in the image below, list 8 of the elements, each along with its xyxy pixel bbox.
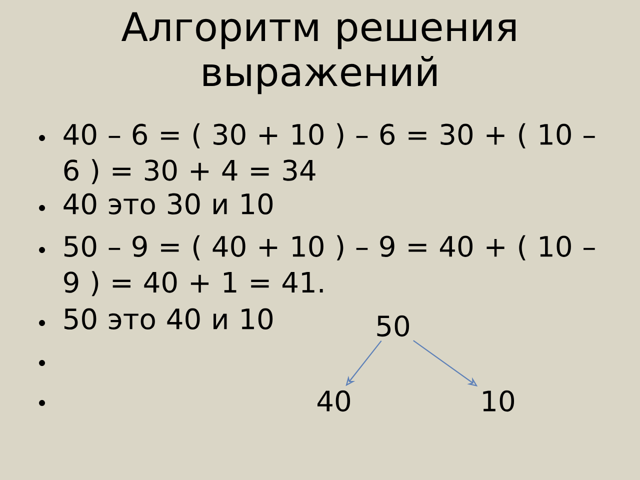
number: 50: [377, 315, 410, 337]
number: 10: [483, 390, 514, 412]
bullet-text: 50 – 9 = ( 40 + 10 ) – 9 = 40 + ( 10 – 9 ) = 40 + 1 = 41.: [64, 235, 595, 296]
bullet-text: 50 это 40 и 10: [64, 308, 273, 330]
bullet-text: 40 это 30 и 10: [64, 193, 273, 215]
bullet-text: 40 – 6 = ( 30 + 10 ) – 6 = 30 + ( 10 – 6 ) = 30 + 4 = 34: [64, 123, 595, 184]
slide-title: Алгоритм решения выражений: [121, 12, 516, 94]
number: 40: [317, 390, 350, 412]
